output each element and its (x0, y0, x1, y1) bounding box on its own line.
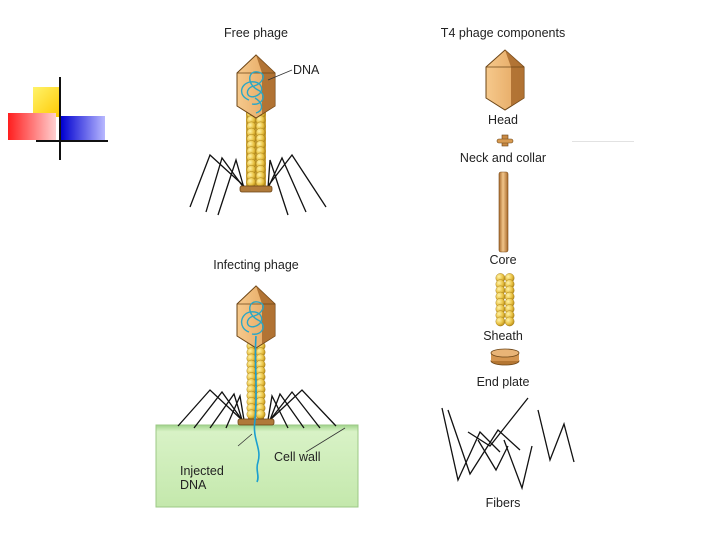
infecting-phage (155, 285, 359, 508)
dna-label: DNA (293, 63, 320, 77)
t4-components (441, 49, 575, 491)
injected-dna-label: Injected DNA (180, 464, 224, 492)
component-label-end-plate: End plate (476, 375, 530, 389)
sheath-bead (255, 409, 266, 420)
phage-head-icon (236, 285, 276, 349)
dna-leader-line (267, 69, 293, 81)
free-phage (189, 54, 327, 216)
core-tube-icon (498, 171, 509, 253)
component-label-head: Head (488, 113, 518, 127)
sheath-bead (246, 177, 257, 188)
divider-line (572, 141, 634, 142)
free-phage-title: Free phage (224, 26, 288, 40)
tail-fibers-icon (177, 389, 337, 429)
component-label-neck-collar: Neck and collar (459, 151, 547, 165)
end-plate-icon (237, 418, 275, 426)
end-plate-icon (239, 185, 273, 193)
phage-head-icon (485, 49, 525, 111)
component-label-fibers: Fibers (485, 496, 521, 510)
neck-collar-icon (496, 134, 514, 147)
component-label-sheath: Sheath (483, 329, 523, 343)
injected-dna-leader (237, 433, 253, 447)
sheath-beads (246, 341, 266, 420)
sheath-bead (495, 316, 506, 327)
sheath-bead (504, 316, 515, 327)
cell-wall-label: Cell wall (274, 450, 321, 464)
injected-dna-strand (253, 335, 260, 483)
tail-fibers-icon (189, 153, 327, 216)
sheath-icon (495, 273, 515, 327)
dna-coil (240, 71, 264, 114)
components-title: T4 phage components (440, 26, 566, 40)
infecting-phage-title: Infecting phage (213, 258, 299, 272)
tail-fibers-icon (441, 397, 575, 491)
cell-wall-leader (305, 427, 346, 453)
phage-head-icon (236, 54, 276, 119)
sheath-bead (255, 177, 266, 188)
component-label-core: Core (489, 253, 517, 267)
end-plate-icon (490, 348, 520, 366)
